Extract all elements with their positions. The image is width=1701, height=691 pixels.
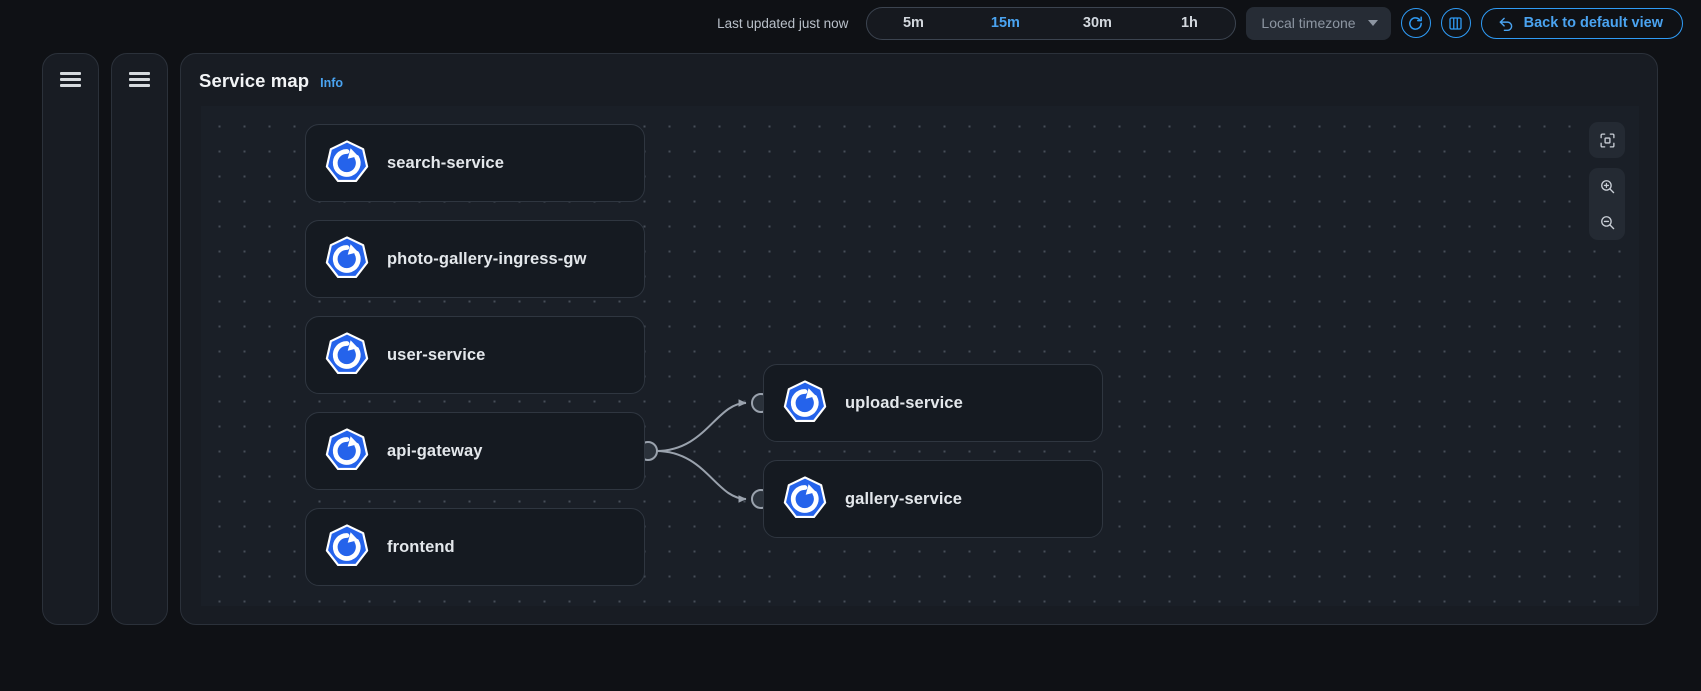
zoom-in-out-group xyxy=(1589,168,1625,240)
kubernetes-service-icon xyxy=(325,140,369,183)
service-node-frontend[interactable]: frontend xyxy=(305,508,645,586)
fit-screen-icon xyxy=(1599,132,1615,148)
back-to-default-view-button[interactable]: Back to default view xyxy=(1480,7,1683,39)
node-label: search-service xyxy=(387,153,504,172)
zoom-in-button[interactable] xyxy=(1589,168,1625,204)
service-node-search-service[interactable]: search-service xyxy=(305,124,645,202)
kubernetes-service-icon xyxy=(325,524,369,567)
timezone-label: Local timezone xyxy=(1261,15,1356,31)
info-link[interactable]: Info xyxy=(320,76,344,90)
kubernetes-service-icon xyxy=(783,476,827,519)
node-label: photo-gallery-ingress-gw xyxy=(387,249,587,268)
time-range-selector[interactable]: 5m 15m 30m 1h xyxy=(866,6,1237,40)
canvas-zoom-controls xyxy=(1589,122,1625,240)
hamburger-icon[interactable] xyxy=(60,72,81,87)
left-rail-outer xyxy=(42,53,99,625)
edge-api-gateway-upload-service xyxy=(655,399,747,452)
refresh-button[interactable] xyxy=(1400,8,1431,38)
timezone-dropdown[interactable]: Local timezone xyxy=(1246,6,1391,40)
left-rail-inner xyxy=(111,53,168,625)
chevron-down-icon xyxy=(1367,20,1378,26)
kubernetes-service-icon xyxy=(325,332,369,375)
fit-to-screen-button[interactable] xyxy=(1589,122,1625,158)
zoom-in-icon xyxy=(1600,179,1614,193)
node-label: api-gateway xyxy=(387,441,483,460)
back-button-label: Back to default view xyxy=(1523,15,1663,31)
service-node-api-gateway[interactable]: api-gateway xyxy=(305,412,645,490)
service-node-photo-gallery-ingress-gw[interactable]: photo-gallery-ingress-gw xyxy=(305,220,645,298)
time-range-5m[interactable]: 5m xyxy=(867,8,959,39)
page-title: Service map xyxy=(199,70,310,91)
zoom-out-icon xyxy=(1600,215,1614,229)
node-label: frontend xyxy=(387,537,455,556)
kubernetes-service-icon xyxy=(325,236,369,279)
last-updated-text: Last updated just now xyxy=(717,15,849,31)
kubernetes-service-icon xyxy=(325,428,369,471)
node-label: user-service xyxy=(387,345,486,364)
hamburger-icon[interactable] xyxy=(129,72,150,87)
edge-api-gateway-gallery-service xyxy=(655,450,747,503)
top-toolbar: Last updated just now 5m 15m 30m 1h Loca… xyxy=(0,0,1701,46)
service-node-gallery-service[interactable]: gallery-service xyxy=(763,460,1103,538)
service-node-upload-service[interactable]: upload-service xyxy=(763,364,1103,442)
service-map-panel: Service map Info sear xyxy=(180,53,1658,625)
fit-screen-group xyxy=(1589,122,1625,158)
split-panel-icon xyxy=(1449,16,1462,30)
time-range-30m[interactable]: 30m xyxy=(1051,8,1143,39)
zoom-out-button[interactable] xyxy=(1589,204,1625,240)
undo-arrow-icon xyxy=(1499,17,1512,31)
refresh-icon xyxy=(1409,16,1423,30)
time-range-15m[interactable]: 15m xyxy=(959,8,1051,39)
node-label: upload-service xyxy=(845,393,963,412)
split-panel-button[interactable] xyxy=(1440,8,1471,38)
time-range-1h[interactable]: 1h xyxy=(1143,8,1235,39)
service-node-user-service[interactable]: user-service xyxy=(305,316,645,394)
panel-header: Service map Info xyxy=(181,54,1657,92)
kubernetes-service-icon xyxy=(783,380,827,423)
service-map-canvas[interactable]: search-service photo-gallery-ingress-gw … xyxy=(201,106,1639,606)
node-label: gallery-service xyxy=(845,489,963,508)
